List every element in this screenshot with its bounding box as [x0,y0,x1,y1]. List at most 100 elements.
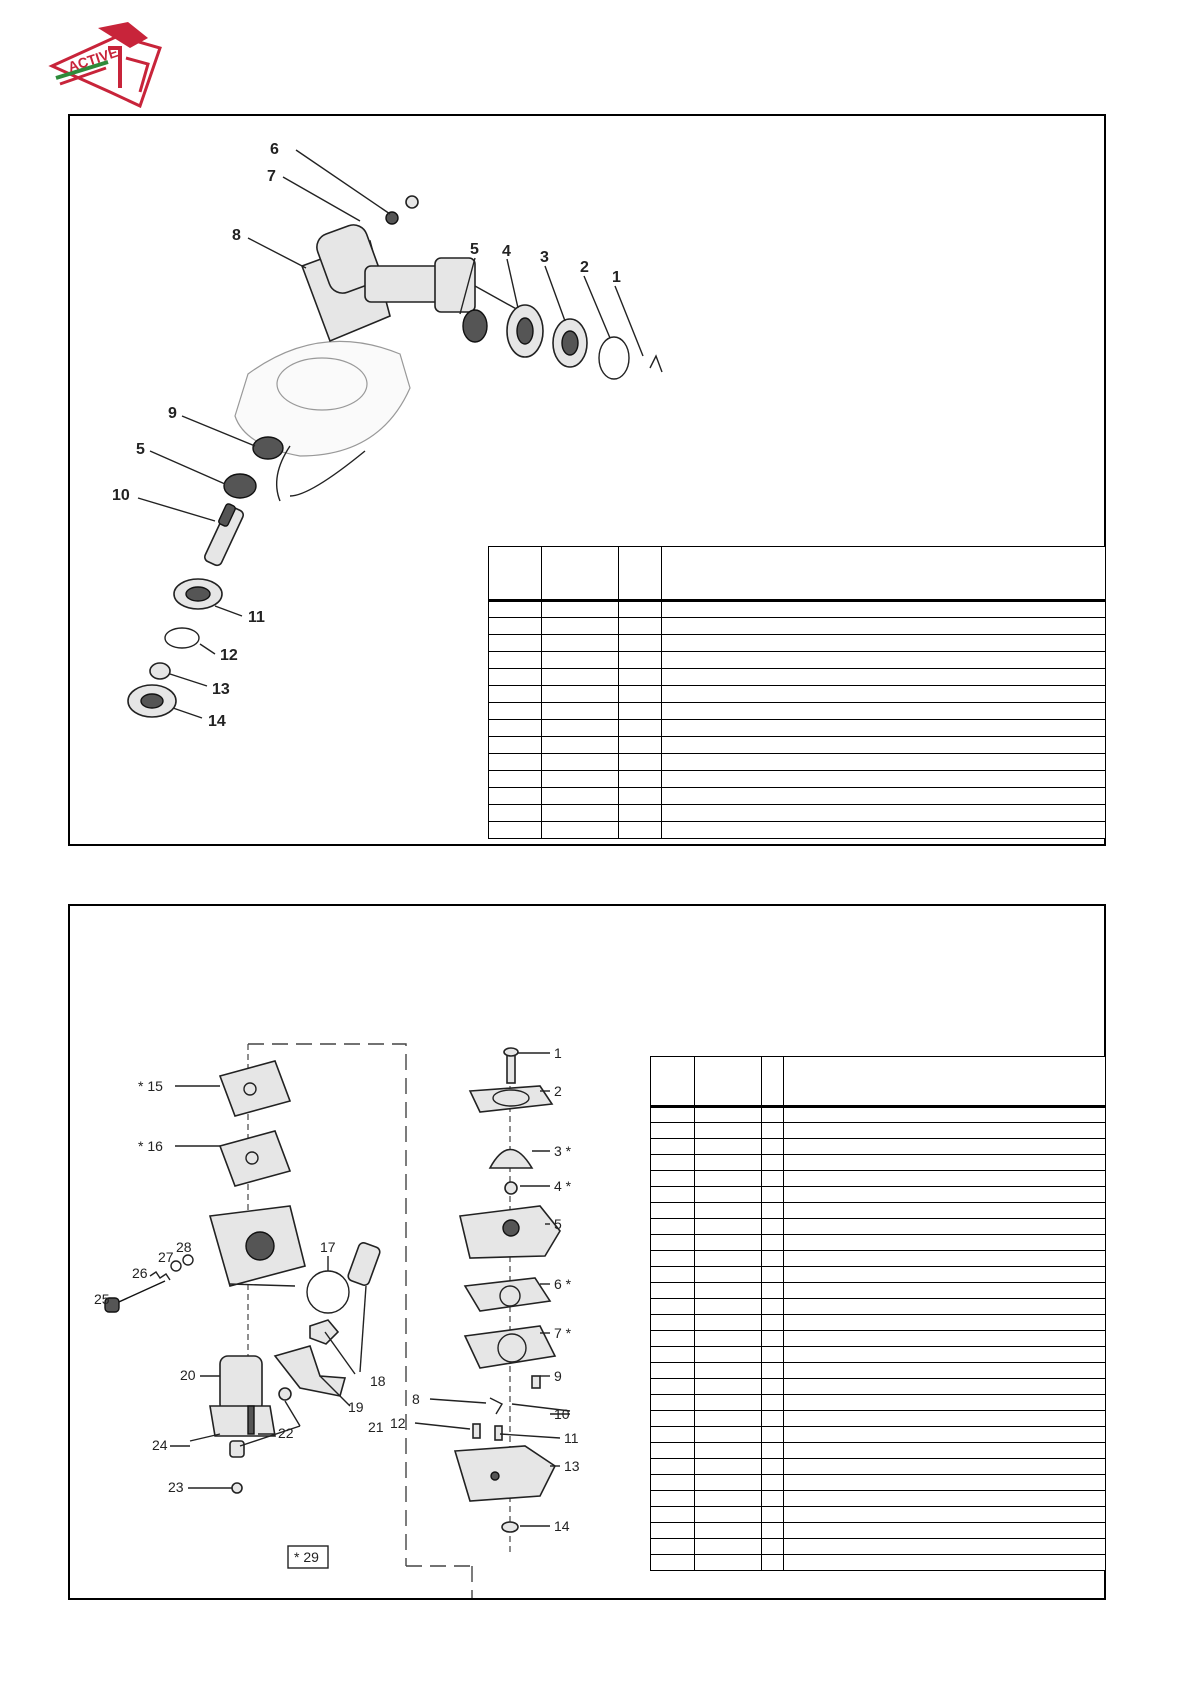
shaft-parts-drawing [462,304,663,380]
table-cell [650,1138,695,1155]
guard-drawing [234,340,411,502]
table-cell [694,1394,762,1411]
table-row [650,1106,1106,1123]
table-cell [650,1410,695,1427]
table-cell [761,1266,784,1283]
table-row [488,702,1106,720]
table-cell [650,1186,695,1203]
table-row [650,1282,1106,1299]
callout-11: 11 [248,609,265,626]
table-cell [694,1378,762,1395]
table-cell [488,770,542,788]
table-cell [761,1138,784,1155]
table-row [650,1394,1106,1411]
table-cell [650,1538,695,1555]
table-row [488,821,1106,839]
gear-housing-drawing [300,224,521,343]
callout-2: 2 [554,1083,562,1099]
table-cell [761,1490,784,1507]
pump-stack-drawing [453,1047,571,1533]
table-cell [694,1170,762,1187]
table-cell [761,1458,784,1475]
table-cell [541,753,619,771]
table-cell [541,651,619,669]
table-cell [694,1138,762,1155]
table-cell [661,651,1106,669]
table-cell [650,1426,695,1443]
table-cell [761,1410,784,1427]
carb-body-drawing [208,1205,350,1314]
bolt-7-drawing [385,195,419,225]
table-header-row [488,546,1106,602]
table-row [650,1474,1106,1491]
table-cell [783,1490,1106,1507]
table-cell [488,702,542,720]
table-cell [694,1362,762,1379]
callout-24: 24 [152,1437,168,1453]
table-cell [650,1458,695,1475]
kit-label: * 29 [294,1549,319,1565]
callout-9: 9 [554,1368,562,1384]
table-cell [618,634,662,652]
table-cell [650,1490,695,1507]
gearbox-panel: 6 7 8 5 4 3 2 1 9 5 10 11 12 13 14 [68,114,1106,846]
dashed-frame-left [248,1043,407,1566]
table-cell [541,787,619,805]
table-cell [650,1394,695,1411]
table-cell [783,1202,1106,1219]
table-row [650,1314,1106,1331]
table-cell [661,668,1106,686]
callout-15: * 15 [138,1078,163,1094]
table-cell [783,1186,1106,1203]
gearbox-parts-table [488,546,1106,839]
table-row [650,1154,1106,1171]
table-row [650,1346,1106,1363]
gearbox-leaders [137,149,644,719]
table-cell [783,1250,1106,1267]
table-cell [694,1458,762,1475]
table-cell [694,1346,762,1363]
callout-3: 3 * [554,1143,572,1159]
table-cell [783,1554,1106,1571]
table-row [650,1234,1106,1251]
table-cell [783,1378,1106,1395]
callout-13: 13 [564,1458,580,1474]
table-cell [761,1506,784,1523]
table-cell [650,1122,695,1139]
table-cell [694,1522,762,1539]
table-cell [488,685,542,703]
table-cell [650,1250,695,1267]
table-cell [783,1106,1106,1123]
table-cell [661,821,1106,839]
callout-10: 10 [554,1406,570,1422]
table-cell [650,1266,695,1283]
table-cell [488,651,542,669]
callout-12: 12 [390,1415,406,1431]
table-cell [694,1234,762,1251]
table-cell [694,1202,762,1219]
table-cell [541,685,619,703]
table-cell [541,804,619,822]
callout-4: 4 * [554,1178,572,1194]
table-cell [761,1186,784,1203]
table-cell [661,600,1106,618]
table-cell [618,668,662,686]
table-cell [541,719,619,737]
callout-8: 8 [232,227,241,244]
table-cell [783,1474,1106,1491]
table-cell [761,1202,784,1219]
table-row [488,685,1106,703]
table-row [650,1554,1106,1571]
callout-22: 22 [278,1425,294,1441]
table-cell [783,1314,1106,1331]
table-cell [694,1554,762,1571]
table-cell [761,1554,784,1571]
table-row [650,1410,1106,1427]
table-cell [541,702,619,720]
table-cell [541,634,619,652]
table-cell [761,1522,784,1539]
table-cell [694,1410,762,1427]
table-cell [761,1394,784,1411]
callout-1: 1 [554,1045,562,1061]
table-cell [488,787,542,805]
